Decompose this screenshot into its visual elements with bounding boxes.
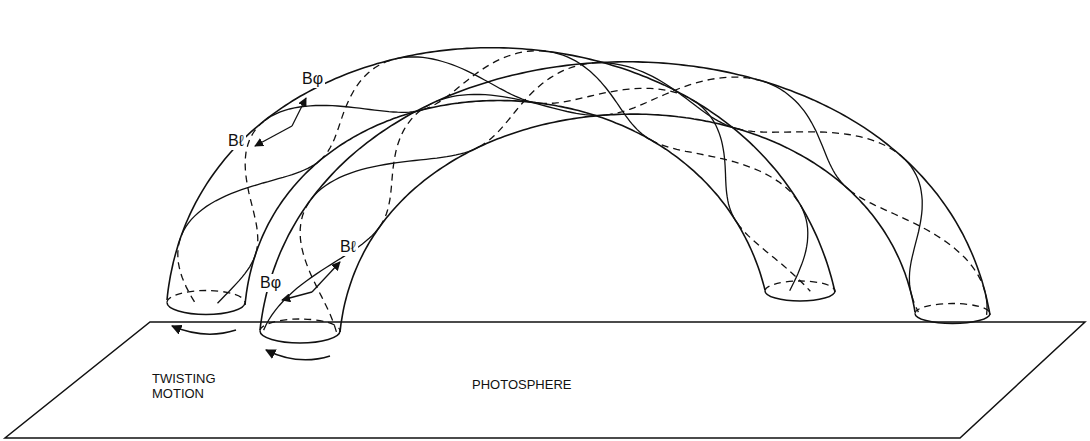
footpoint-front bbox=[260, 331, 340, 343]
field-line bbox=[540, 88, 692, 103]
field-line bbox=[986, 295, 987, 315]
field-line bbox=[763, 81, 850, 190]
footpoint-front bbox=[765, 291, 835, 301]
twist-arrow bbox=[266, 350, 330, 360]
field-label: Bφ bbox=[258, 274, 283, 292]
tube-edge bbox=[245, 101, 765, 306]
field-label: Bℓ bbox=[226, 132, 246, 150]
field-line bbox=[736, 129, 905, 160]
footpoint-front bbox=[167, 303, 245, 315]
field-line bbox=[424, 51, 550, 110]
footpoint-back bbox=[260, 319, 340, 331]
tube-edge bbox=[340, 114, 915, 332]
field-line bbox=[849, 190, 985, 295]
field-line bbox=[218, 253, 256, 303]
region-label: PHOTOSPHERE bbox=[470, 378, 573, 393]
field-line bbox=[300, 199, 336, 332]
field-label: Bφ bbox=[300, 70, 325, 88]
field-line bbox=[178, 235, 195, 301]
field-line bbox=[905, 160, 922, 296]
twist-arrow bbox=[172, 326, 236, 334]
field-line bbox=[380, 101, 437, 227]
motion-label: TWISTING MOTION bbox=[150, 372, 240, 402]
footpoint-back bbox=[915, 304, 990, 314]
field-line bbox=[437, 95, 606, 116]
b-l-vector bbox=[255, 126, 292, 146]
photosphere-plane bbox=[5, 322, 1085, 438]
field-line bbox=[790, 207, 808, 291]
b-l-vector bbox=[312, 262, 340, 292]
footpoint-front bbox=[915, 314, 990, 324]
field-line bbox=[606, 77, 763, 115]
flux-tubes bbox=[167, 48, 990, 343]
field-label: Bℓ bbox=[338, 238, 358, 256]
tube-edge bbox=[260, 62, 990, 330]
b-phi-vector bbox=[282, 292, 312, 300]
footpoint-back bbox=[167, 291, 245, 303]
field-line bbox=[181, 161, 319, 236]
field-line bbox=[912, 296, 919, 312]
tube-edge bbox=[167, 48, 835, 300]
field-line bbox=[320, 58, 400, 161]
footpoint-back bbox=[765, 281, 835, 291]
b-phi-vector bbox=[292, 98, 306, 126]
field-line bbox=[597, 63, 736, 129]
field-line bbox=[737, 223, 810, 291]
field-line bbox=[399, 57, 540, 103]
